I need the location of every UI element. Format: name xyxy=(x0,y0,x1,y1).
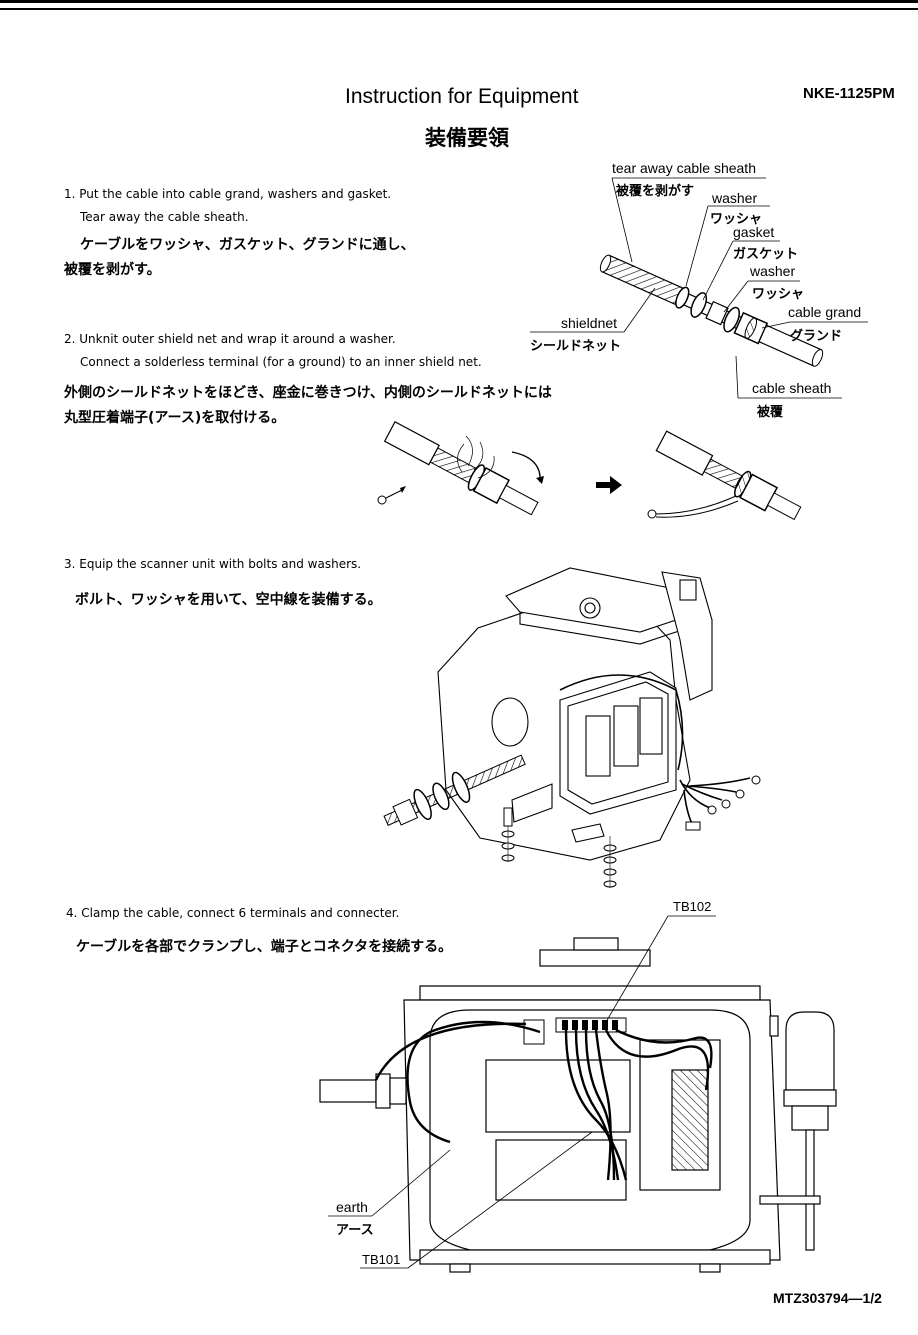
page-title-ja: 装備要領 xyxy=(425,126,509,150)
callout-gasket-ja: ガスケット xyxy=(733,247,799,262)
step1-ja-line1: ケーブルをワッシャ、ガスケット、グランドに通し、 xyxy=(80,237,415,253)
top-rule-thin xyxy=(0,8,918,10)
callout-cable-grand: cable grand xyxy=(788,304,862,320)
callout-shieldnet-ja: シールドネット xyxy=(530,339,622,354)
model-number: NKE-1125PM xyxy=(803,85,895,102)
callout-earth-ja: アース xyxy=(336,1223,374,1238)
callout-tear-away: tear away cable sheath xyxy=(612,160,756,176)
step1-en-line2: Tear away the cable sheath. xyxy=(80,210,249,224)
step2-ja-line2: 丸型圧着端子(アース)を取付ける。 xyxy=(64,410,286,426)
callout-tb102: TB102 xyxy=(673,899,712,914)
callout-washer-1: washer xyxy=(712,190,758,206)
page-title: Instruction for Equipment xyxy=(345,85,579,108)
step2-ja-line1: 外側のシールドネットをほどき、座金に巻きつけ、内側のシールドネットには xyxy=(64,385,552,401)
callout-gasket: gasket xyxy=(733,224,775,240)
step3-en-line1: 3. Equip the scanner unit with bolts and… xyxy=(64,557,362,571)
callout-earth: earth xyxy=(336,1199,368,1215)
callout-tear-away-ja: 被覆を剥がす xyxy=(616,184,695,199)
step3-ja-line1: ボルト、ワッシャを用いて、空中線を装備する。 xyxy=(75,592,382,608)
step2-en-line1: 2. Unknit outer shield net and wrap it a… xyxy=(64,332,396,346)
callout-cable-sheath-ja: 被覆 xyxy=(757,405,784,420)
callout-washer-2: washer xyxy=(750,263,796,279)
document-number: MTZ303794—1/2 xyxy=(773,1290,882,1306)
step2-en-line2: Connect a solderless terminal (for a gro… xyxy=(80,355,482,369)
callout-shieldnet: shieldnet xyxy=(561,315,618,331)
callout-cable-sheath: cable sheath xyxy=(752,380,832,396)
step4-en-line1: 4. Clamp the cable, connect 6 terminals … xyxy=(66,906,400,920)
top-rule-thick xyxy=(0,0,918,3)
callout-washer-2-ja: ワッシャ xyxy=(752,287,805,302)
step4-ja-line1: ケーブルを各部でクランプし、端子とコネクタを接続する。 xyxy=(76,939,453,955)
callout-tb101: TB101 xyxy=(362,1252,401,1267)
step1-en-line1: 1. Put the cable into cable grand, washe… xyxy=(64,187,392,201)
callout-washer-1-ja: ワッシャ xyxy=(710,212,763,227)
step1-ja-line2: 被覆を剥がす。 xyxy=(64,262,161,278)
callout-cable-grand-ja: グランド xyxy=(790,329,843,344)
